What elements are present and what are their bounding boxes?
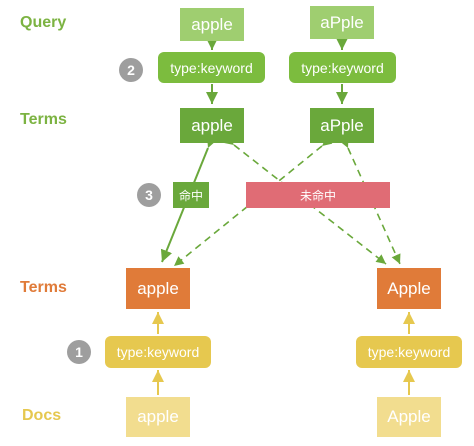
doc-term-apple: apple bbox=[126, 268, 190, 309]
doc-analyzer-right: type:keyword bbox=[356, 336, 462, 368]
row-label-terms-bottom: Terms bbox=[20, 279, 67, 296]
doc-box-Apple: Apple bbox=[377, 397, 441, 437]
query-term-aPple: aPple bbox=[310, 108, 374, 143]
doc-box-apple: apple bbox=[126, 397, 190, 437]
step-badge-3: 3 bbox=[137, 183, 161, 207]
row-label-query: Query bbox=[20, 14, 67, 31]
doc-analyzer-left: type:keyword bbox=[105, 336, 211, 368]
query-term-apple: apple bbox=[180, 108, 244, 143]
miss-connector-2 bbox=[173, 136, 333, 267]
row-label-terms-top: Terms bbox=[20, 111, 67, 128]
miss-label: 未命中 bbox=[246, 182, 390, 208]
query-analyzer-left: type:keyword bbox=[158, 52, 265, 83]
query-box-aPple: aPple bbox=[310, 6, 374, 39]
hit-label: 命中 bbox=[173, 182, 209, 208]
doc-term-Apple: Apple bbox=[377, 268, 441, 309]
query-analyzer-right: type:keyword bbox=[289, 52, 396, 83]
query-box-apple: apple bbox=[180, 8, 244, 41]
step-badge-1: 1 bbox=[67, 340, 91, 364]
step-badge-2: 2 bbox=[119, 58, 143, 82]
row-label-docs: Docs bbox=[22, 407, 62, 424]
